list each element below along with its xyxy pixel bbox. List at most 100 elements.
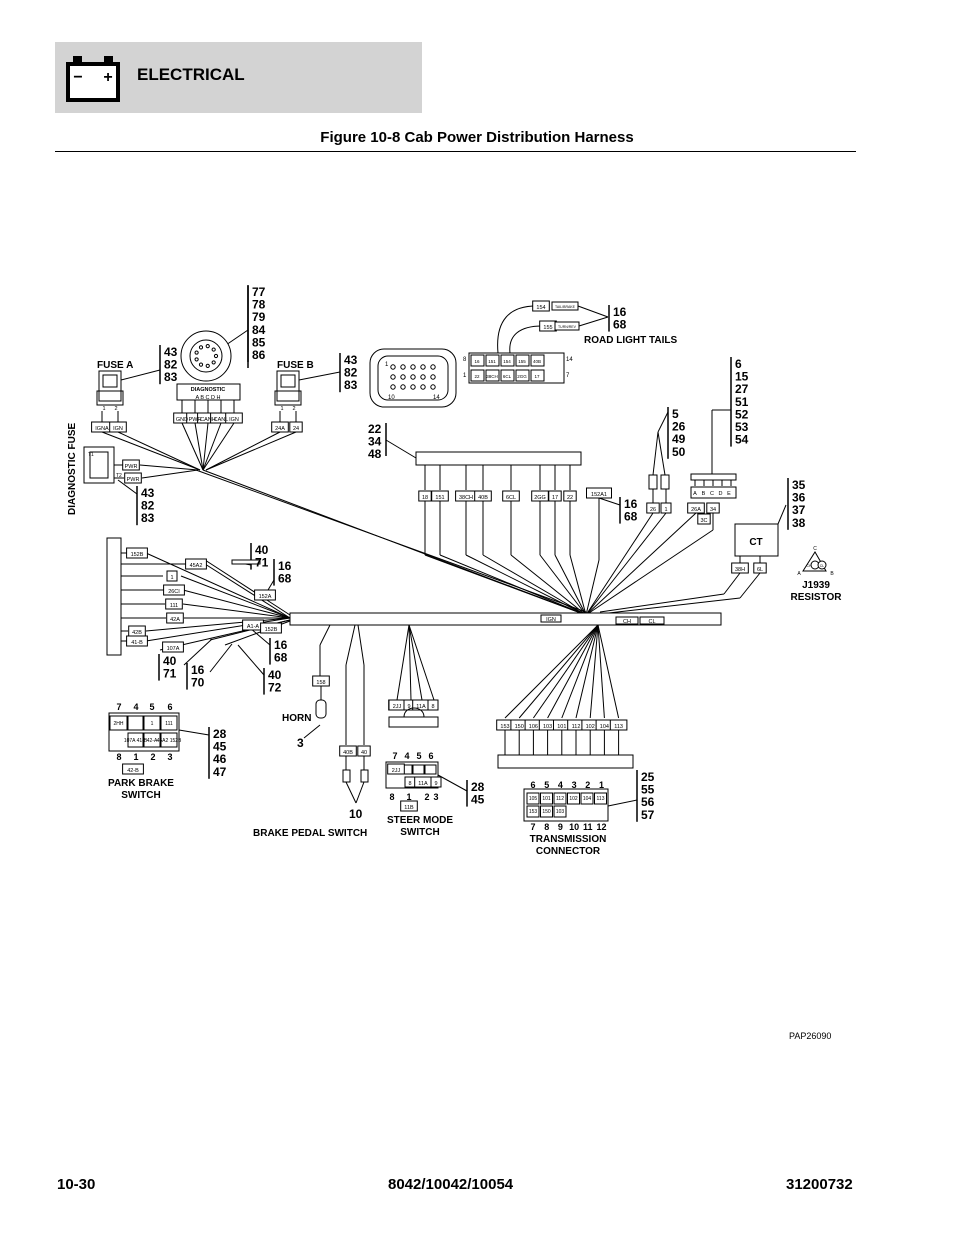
steer-mode-cell-tag-text: 2JJ bbox=[392, 768, 401, 774]
diagnostic-plug bbox=[176, 383, 241, 401]
park-brake-cell-text: 1 bbox=[151, 721, 154, 727]
abcde-pin-label: D bbox=[719, 491, 723, 497]
deutsch-pin bbox=[410, 364, 416, 370]
road-light-tag-text: TAIL/BRAKE bbox=[555, 305, 576, 309]
slant-wire-tag-text: A1-A bbox=[247, 624, 260, 630]
callout-40-72-num: 72 bbox=[268, 681, 282, 695]
transmission-pin: 10 bbox=[569, 822, 579, 832]
horn-wire-tag-text: 158 bbox=[316, 680, 325, 686]
transmission-wire-tag-text: 102 bbox=[586, 724, 595, 730]
steer-mode-pin: 8 bbox=[389, 792, 394, 802]
fuse-b-blade bbox=[280, 374, 296, 388]
callout-diag-fuse-leader bbox=[117, 479, 138, 495]
road-light-tag bbox=[551, 301, 579, 311]
splice-body bbox=[648, 474, 658, 490]
transmission-pin: 1 bbox=[599, 780, 604, 790]
fuse-b-label: FUSE B bbox=[277, 360, 314, 371]
diagnostic-wire bbox=[202, 422, 235, 471]
left-panel-wire bbox=[166, 612, 184, 624]
ct-wire-tag-text: 38H bbox=[735, 567, 745, 573]
transmission-cell bbox=[540, 805, 553, 818]
callout-steer-mode-num: 45 bbox=[471, 793, 485, 807]
steer-mode-wire bbox=[408, 624, 423, 701]
wires bbox=[101, 285, 789, 822]
callout-77-86-num: 77 bbox=[252, 285, 266, 299]
abcde-pin-label: B bbox=[702, 491, 706, 497]
road-light-loop bbox=[497, 305, 537, 354]
deutsch-pin bbox=[390, 374, 396, 380]
park-brake-pin: 2 bbox=[150, 752, 155, 762]
callout-5-50-num: 5 bbox=[672, 407, 679, 421]
park-brake-cell bbox=[127, 732, 144, 748]
callout-77-86-num: 86 bbox=[252, 348, 266, 362]
transmission-cell bbox=[553, 792, 567, 805]
fuse-a-wire-text: IGN bbox=[113, 426, 123, 432]
park-brake-pin: 8 bbox=[116, 752, 121, 762]
road-light-cell bbox=[500, 369, 515, 382]
section-header: − + ELECTRICAL bbox=[55, 42, 422, 113]
callout-steer-mode-leader bbox=[437, 774, 468, 792]
section-title: ELECTRICAL bbox=[137, 65, 245, 84]
park-brake-label: SWITCH bbox=[121, 790, 160, 801]
callout-40-71-low-leader bbox=[183, 638, 213, 666]
brake-pedal-wire bbox=[357, 624, 365, 666]
transmission-wire bbox=[575, 624, 599, 719]
document-number: 31200732 bbox=[786, 1176, 853, 1193]
diagnostic-fuse-wire-text: PWR bbox=[125, 464, 138, 470]
left-panel-wire-text: 42A bbox=[170, 617, 180, 623]
park-brake-cell bbox=[160, 732, 178, 748]
callout-transmission-num: 55 bbox=[641, 783, 655, 797]
park-brake-cell-text: 42-A bbox=[147, 738, 158, 744]
j1939-pin-label: A bbox=[797, 571, 801, 577]
fuse-a-harness bbox=[101, 431, 201, 471]
fuse-b-harness bbox=[205, 431, 297, 471]
horn-body bbox=[315, 699, 327, 719]
transmission-label: CONNECTOR bbox=[536, 846, 601, 857]
slant-wire-tag-text: 107A bbox=[167, 646, 180, 652]
left-panel-wire-text: 45A2 bbox=[190, 563, 203, 569]
ct-module bbox=[734, 523, 779, 557]
park-brake-pin: 4 bbox=[133, 702, 138, 712]
trunk-wire bbox=[482, 554, 587, 616]
splice-body bbox=[660, 474, 670, 490]
road-light-pin: 1 bbox=[463, 373, 467, 379]
trunk-wire-tag-text: 6CL bbox=[506, 495, 516, 501]
transmission-cell-text: 113 bbox=[597, 796, 605, 802]
top-trunk-connector bbox=[415, 451, 582, 466]
diagnostic-wire bbox=[181, 422, 204, 471]
steer-mode-pin: 5 bbox=[416, 751, 421, 761]
callout-16-68-left-num: 68 bbox=[278, 572, 292, 586]
left-panel-wire-text: 26CI bbox=[168, 589, 180, 595]
transmission-wire bbox=[532, 624, 599, 719]
trunk-wire bbox=[554, 554, 587, 616]
left-panel-wire bbox=[166, 570, 178, 582]
diagnostic-pin bbox=[205, 344, 210, 349]
callout-road-light-num: 16 bbox=[613, 305, 627, 319]
transmission-pin: 2 bbox=[585, 780, 590, 790]
road-light-tag bbox=[554, 321, 580, 331]
left-panel-wire-line bbox=[180, 575, 291, 619]
transmission-pin: 9 bbox=[558, 822, 563, 832]
callout-diag-fuse-num: 83 bbox=[141, 511, 155, 525]
transmission-wire bbox=[561, 624, 599, 719]
left-panel-wire bbox=[126, 635, 148, 647]
callout-transmission-num: 57 bbox=[641, 808, 655, 822]
transmission-cell-text: 150 bbox=[542, 809, 551, 815]
steer-mode-label: STEER MODE bbox=[387, 815, 453, 826]
transmission-wire bbox=[597, 624, 620, 719]
diagnostic-fuse-label: DIAGNOSTIC FUSE bbox=[67, 422, 78, 515]
callout-fuse-b-num: 43 bbox=[344, 353, 358, 367]
fuse-b-harness bbox=[205, 431, 281, 471]
deutsch-pin bbox=[410, 384, 416, 390]
abcde-wire-tag-text: 34 bbox=[710, 507, 716, 513]
wire-152a1 bbox=[586, 487, 612, 499]
callout-horn: 3 bbox=[297, 736, 304, 750]
callout-6-54-num: 6 bbox=[735, 357, 742, 371]
steer-mode-cell-tag-text: 8 bbox=[408, 781, 411, 787]
deutsch-pin bbox=[430, 384, 436, 390]
j1939-label: J1939 bbox=[802, 580, 830, 591]
bus-cl bbox=[639, 616, 665, 625]
park-brake-cell-text: 111 bbox=[165, 721, 173, 727]
